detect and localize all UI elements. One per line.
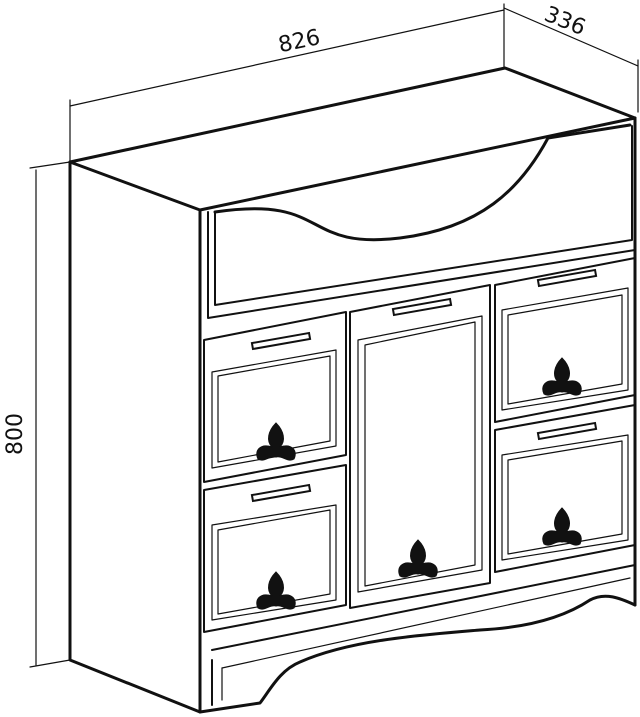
width-dimension-label: 826 [276,25,322,58]
ornament-left-upper [256,422,296,461]
drawer-left-lower [203,464,347,633]
drawer-handle-left-upper [250,331,312,351]
dimension-lines: 826 336 800 [3,2,639,668]
door-handle [391,297,453,317]
depth-dimension-label: 336 [541,2,589,41]
ornament-right-lower [542,507,582,546]
center-door [349,284,491,609]
drawer-handle-left-lower [250,483,312,503]
drawer-left-upper [203,311,347,483]
drawer-handle-right-lower [536,421,598,441]
height-dimension-label: 800 [3,413,28,455]
ornaments [256,357,582,610]
front-panels [203,257,636,633]
ornament-left-lower [256,571,296,610]
drawer-right-upper [494,257,636,423]
drawer-handle-right-upper [536,268,598,288]
drawer-right-lower [494,404,636,573]
ornament-door [398,539,438,578]
ornament-right-upper [542,357,582,396]
